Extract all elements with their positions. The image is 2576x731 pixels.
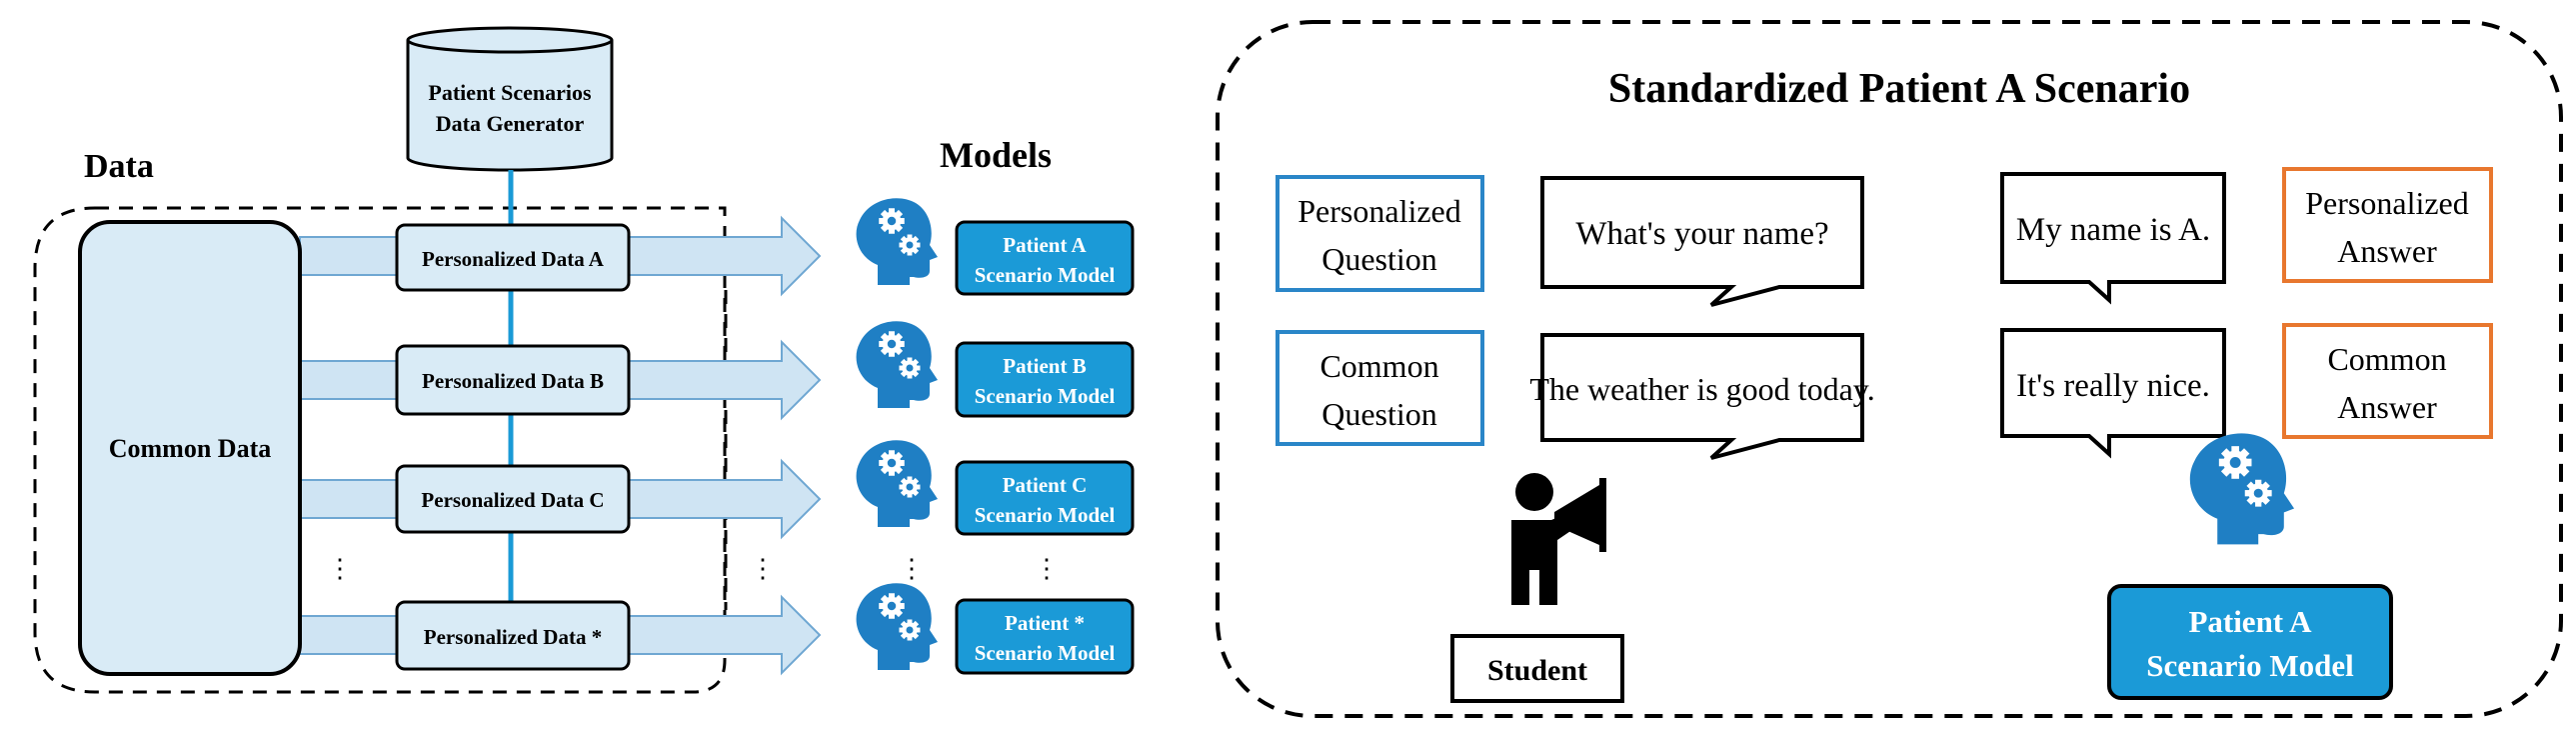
ellipsis-marker: ⋮ [899,554,925,583]
model-c-line1: Patient C [1003,473,1088,497]
model-b-line1: Patient B [1003,354,1086,378]
personalized-answer-box [2282,167,2493,283]
common-question-line1: Common [1319,348,1438,384]
personalized-data-star-box [395,600,631,671]
ai-head-icon [857,440,938,527]
common-answer-box [2282,323,2493,439]
ellipsis-marker: ⋮ [750,554,776,583]
personalized-data-c-label: Personalized Data C [421,488,604,512]
personalized-data-c-box [395,464,631,534]
question-1-text: What's your name? [1575,216,1828,252]
common-question-line2: Question [1321,396,1437,432]
ai-head-icon [2190,433,2294,544]
data-title: Data [84,148,154,185]
generator-label-line2: Data Generator [436,111,585,136]
personalized-question-box [1276,175,1484,292]
personalized-question-line2: Question [1321,241,1437,277]
model-a-line2: Scenario Model [975,263,1116,287]
answer-2-text: It's really nice. [2016,368,2210,404]
megaphone-person-icon [1511,473,1606,605]
model-c-box [955,460,1135,536]
scenario-panel-border [1216,20,2563,718]
common-data-box [78,220,302,676]
common-question-box [1276,330,1484,446]
ai-head-icon [857,583,938,670]
personalized-question-line1: Personalized [1297,193,1461,229]
student-label: Student [1487,654,1587,687]
model-c-line2: Scenario Model [975,503,1116,527]
models-title: Models [940,135,1052,175]
model-b-line2: Scenario Model [975,384,1116,408]
scenario-model-line2: Scenario Model [2146,648,2354,683]
model-star-line1: Patient * [1005,611,1085,635]
question-bubble-1 [1540,176,1864,307]
scenario-title: Standardized Patient A Scenario [1608,66,2190,112]
personalized-data-b-box [395,344,631,416]
student-label-box [1450,634,1624,703]
data-group-border [33,206,727,694]
scenario-model-line1: Patient A [2188,604,2312,639]
common-answer-line1: Common [2327,341,2446,377]
common-answer-line2: Answer [2337,389,2437,425]
personalized-answer-line1: Personalized [2305,185,2469,221]
personalized-data-star-label: Personalized Data * [424,625,602,649]
ai-head-icon [857,198,938,285]
ellipsis-marker: ⋮ [327,554,353,583]
model-star-line2: Scenario Model [975,641,1116,665]
model-b-box [955,341,1135,418]
question-2-text: The weather is good today. [1529,371,1874,407]
answer-bubble-2 [2000,328,2226,459]
model-a-box [955,220,1135,296]
personalized-data-a-box [395,223,631,292]
scenario-model-box [2107,584,2393,700]
personalized-answer-line2: Answer [2337,233,2437,269]
question-bubble-2 [1540,333,1864,460]
answer-1-text: My name is A. [2016,212,2210,248]
ai-head-icon [857,321,938,408]
personalized-data-b-label: Personalized Data B [422,369,604,393]
model-a-line1: Patient A [1003,233,1087,257]
personalized-data-a-label: Personalized Data A [422,247,605,271]
ellipsis-marker: ⋮ [1034,554,1060,583]
common-data-label: Common Data [109,434,272,463]
generator-label-line1: Patient Scenarios [428,80,592,105]
answer-bubble-1 [2000,172,2226,305]
model-star-box [955,598,1135,675]
data-generator-database: Patient Scenarios Data Generator [406,26,614,172]
